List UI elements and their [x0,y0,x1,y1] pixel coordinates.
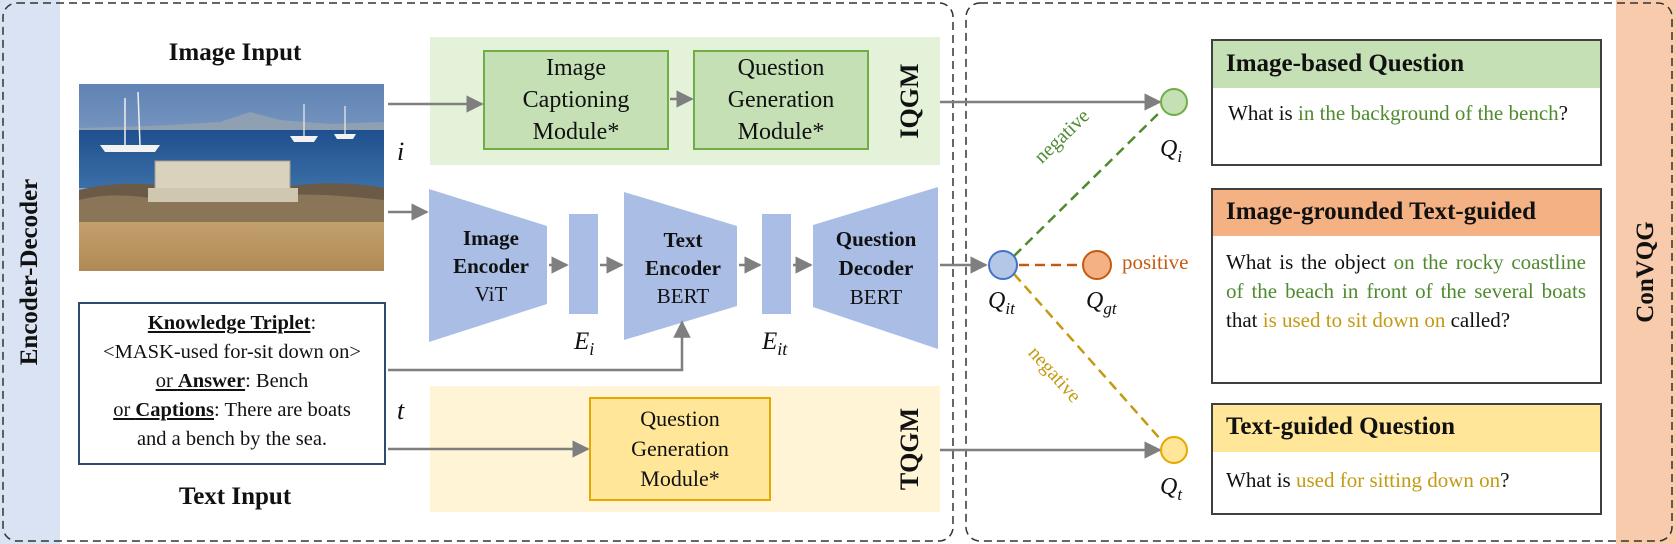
image-input-title: Image Input [168,39,302,66]
card-image-title: Image-based Question [1226,50,1465,77]
text-input-box [78,302,386,465]
convqg-band [1616,0,1676,544]
node-qt [1160,436,1188,464]
question-decoder-shape [813,187,938,349]
knowledge-colon: : [310,312,317,334]
image-captioning-box [483,50,669,150]
card-grounded-title: Image-grounded Text-guided [1226,198,1537,225]
qit-label: Qit [988,288,1015,318]
tqgm-label: TQGM [895,407,924,491]
card-grounded-body: What is the object on the rocky coastlin… [1226,248,1586,335]
encoder-decoder-band [0,0,60,544]
left-panel-border [2,2,954,542]
card-text-title: Text-guided Question [1226,413,1455,440]
encoder-decoder-label: Encoder-Decoder [16,178,43,366]
captions-or: or [113,399,136,421]
qi-label: Qi [1160,136,1183,166]
question-text-segment: that [1226,308,1263,332]
card-image-body: What is in the background of the bench? [1228,99,1590,128]
question-text-segment: What is the object [1226,250,1394,274]
knowledge-triplet: <MASK-used for-sit down on> [103,341,361,363]
node-qi [1160,88,1188,116]
text-input-content: Knowledge Triplet: <MASK-used for-sit do… [72,309,392,454]
question-text-segment: ? [1558,101,1568,125]
card-text-body: What is used for sitting down on? [1226,466,1588,495]
convqg-label: ConVQG [1632,221,1659,323]
var-t: t [397,396,405,425]
var-i: i [397,137,405,166]
question-generation-box-top [693,50,869,150]
neg-line-top [1013,110,1162,257]
answer-value: : Bench [245,370,309,392]
e-it-bar [762,214,791,314]
image-encoder-shape [429,189,547,342]
e-i-label: Ei [574,328,595,359]
input-photo [79,84,384,271]
question-text-segment: is used to sit down on [1262,308,1446,332]
knowledge-label: Knowledge Triplet [147,312,311,334]
iqgm-label: IQGM [895,63,924,139]
question-text-segment: ? [1500,468,1510,492]
question-text-segment: What is [1226,468,1296,492]
text-encoder-shape [624,192,737,340]
question-text-segment: in the background of the bench [1297,101,1559,125]
positive-label: positive [1122,250,1189,274]
question-text-segment: What is [1228,101,1298,125]
captions-value-2: and a bench by the sea. [136,428,328,450]
qt-label: Qt [1160,474,1183,504]
question-text-segment: called? [1445,308,1511,332]
e-it-label: Eit [762,328,788,359]
captions-value: : There are boats [214,399,351,421]
question-text-segment: used for sitting down on [1295,468,1501,492]
answer-or: or [155,370,178,392]
text-input-title: Text Input [178,483,292,510]
captions-label: Captions [135,399,214,421]
question-generation-box-bottom [589,397,771,501]
node-qit [988,250,1018,280]
neg-line-bottom [1013,273,1163,442]
qgt-label: Qgt [1086,288,1117,318]
answer-label: Answer [177,370,246,392]
e-i-bar [569,214,598,314]
question-text-segment: on the rocky coastline of the beach in f… [1226,250,1587,303]
right-panel-border [965,2,1673,542]
node-qgt [1082,250,1112,280]
